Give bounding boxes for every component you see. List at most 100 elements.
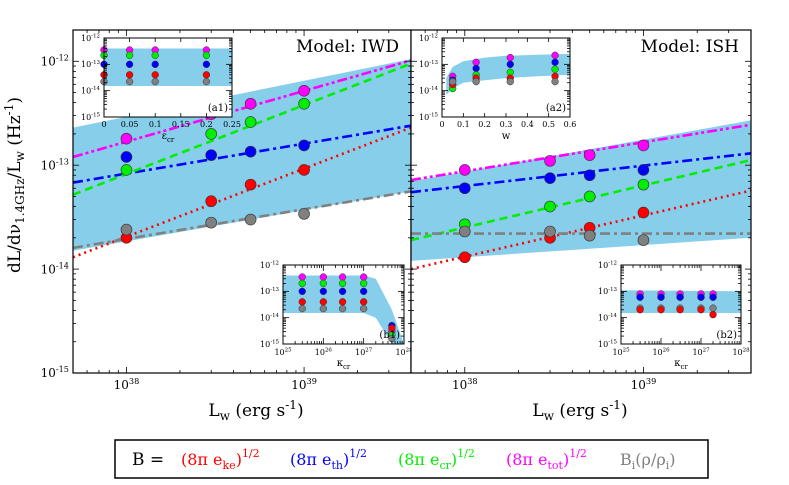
- y-label-sub: 1.4GHz: [13, 178, 27, 223]
- inset-xtick-label: 0.15: [172, 120, 190, 129]
- inset-point-th: [636, 293, 644, 301]
- inset-xtick-label: 0.4: [521, 120, 534, 129]
- inset-point-cr: [319, 279, 327, 288]
- inset-point-ke: [636, 306, 644, 314]
- inset-a2-ytick-label: 10-15: [419, 112, 438, 121]
- data-point-cr: [298, 97, 310, 110]
- inset-point-ke: [709, 311, 717, 319]
- inset-label: (a1): [208, 103, 228, 114]
- x-label-unit: (erg s: [230, 401, 285, 421]
- inset-xlabel-sub: cr: [680, 363, 688, 371]
- legend-item-tot: (8π etot)1/2: [506, 447, 587, 472]
- inset-point-ke: [125, 71, 134, 79]
- inset-xtick-label: 0.2: [200, 120, 213, 129]
- inset-point-gas: [506, 77, 514, 86]
- data-point-cr: [205, 128, 218, 140]
- inset-b2-ytick-label: 10-12: [598, 260, 617, 269]
- inset-a1-ytick-label: 10-14: [81, 86, 100, 95]
- panel-ISH-xtick-label: 1038: [452, 376, 478, 392]
- inset-a2-ytick-label-base: 10: [419, 34, 429, 43]
- inset-a2-ytick-label: 10-13: [419, 60, 438, 69]
- inset-point-tot: [360, 273, 368, 281]
- panel-title: Model: IWD: [296, 37, 399, 57]
- inset-xtick-label: 0: [101, 120, 106, 129]
- data-point-ke: [298, 164, 310, 176]
- data-point-th: [120, 151, 133, 163]
- panel-IWD-xtick-label: 1039: [291, 376, 317, 392]
- legend-box: [114, 439, 709, 479]
- inset-point-gas: [298, 304, 306, 313]
- inset-b2-xtick-label-base: 10: [612, 348, 622, 357]
- inset-point-th: [506, 60, 514, 68]
- inset-xtick-label: 0.3: [500, 120, 513, 129]
- inset-point-ke: [202, 71, 211, 79]
- inset-a2-ytick-label-base: 10: [419, 86, 429, 95]
- legend-item-gas: Bi(ρ/ρi): [620, 450, 676, 472]
- data-point-tot: [637, 139, 650, 152]
- inset-point-ke: [360, 298, 368, 306]
- inset-b1-ytick-label-base: 10: [260, 340, 270, 349]
- data-point-gas: [298, 208, 310, 220]
- legend-gas-base: B: [620, 450, 632, 469]
- inset-point-tot: [472, 58, 480, 66]
- panel-ISH-xtick-label-exp: 38: [467, 376, 477, 386]
- inset-a2-ytick-label-exp: -14: [429, 86, 438, 92]
- inset-point-tot: [506, 53, 514, 62]
- data-point-gas: [583, 229, 596, 242]
- inset-b1-ytick-label: 10-12: [260, 260, 279, 269]
- legend-gas-sub2: i: [666, 459, 670, 472]
- inset-a2-ytick-label-exp: -13: [429, 60, 438, 66]
- inset-b2-xtick-label-exp: 25: [623, 347, 630, 353]
- x-axis-label-right: Lw (erg s-1): [532, 398, 627, 423]
- y-label-rest: /L: [5, 161, 25, 178]
- data-point-gas: [637, 234, 650, 246]
- data-point-ke: [458, 251, 471, 264]
- legend-cr-base: (8π e: [398, 450, 440, 469]
- data-point-gas: [544, 225, 556, 238]
- data-point-tot: [544, 155, 556, 167]
- inset-point-gas: [338, 304, 347, 313]
- legend-ke-sub: ke: [223, 459, 236, 472]
- inset-point-ke: [151, 71, 159, 79]
- inset-b2-xtick-label-base: 10: [652, 348, 662, 357]
- inset-label: (b2): [716, 330, 737, 341]
- data-point-th: [205, 149, 218, 161]
- inset-b2-ytick-label-exp: -14: [608, 313, 617, 319]
- data-point-gas: [458, 225, 471, 238]
- inset-b1-ytick-label: 10-15: [260, 339, 279, 348]
- legend-tot-sub: tot: [548, 459, 564, 472]
- inset-label: (a2): [546, 103, 566, 114]
- legend-gas-sub: i: [632, 459, 636, 472]
- inset-point-th: [125, 60, 134, 68]
- inset-b1-ytick-label-exp: -15: [270, 339, 279, 345]
- inset-a1-ytick-label: 10-13: [81, 60, 100, 69]
- series-line-ke: [411, 189, 751, 271]
- panel-frame: [410, 29, 752, 374]
- inset-point-cr: [125, 51, 134, 59]
- x-label-unit: (erg s: [554, 401, 609, 421]
- inset-b1-ytick-label: 10-13: [260, 287, 279, 296]
- inset-a2-ytick-label: 10-14: [419, 86, 438, 95]
- inset-frame: [103, 37, 233, 118]
- inset-point-tot: [551, 51, 559, 59]
- inset-b1-ytick-label-exp: -13: [270, 287, 279, 293]
- inset-point-th: [151, 60, 159, 68]
- inset-point-ke: [319, 298, 327, 306]
- legend-tot-sup: 1/2: [569, 447, 587, 460]
- inset-b2-xtick-label-exp: 27: [703, 347, 710, 353]
- inset-xlabel-main: κ: [674, 358, 681, 369]
- panel-ISH-xtick-label-base: 10: [452, 378, 467, 392]
- inset-a1-ytick-label-base: 10: [81, 34, 91, 43]
- panel-IWD-ytick-label-base: 10: [41, 366, 56, 380]
- data-point-gas: [205, 216, 218, 229]
- legend-ke-sup: 1/2: [242, 447, 260, 460]
- inset-xlabel: w: [502, 131, 511, 142]
- legend-cr-sub: cr: [440, 459, 452, 472]
- inset-point-th: [298, 287, 306, 295]
- data-point-tot: [583, 149, 596, 161]
- inset-point-gas: [449, 77, 457, 86]
- inset-point-th: [338, 287, 347, 295]
